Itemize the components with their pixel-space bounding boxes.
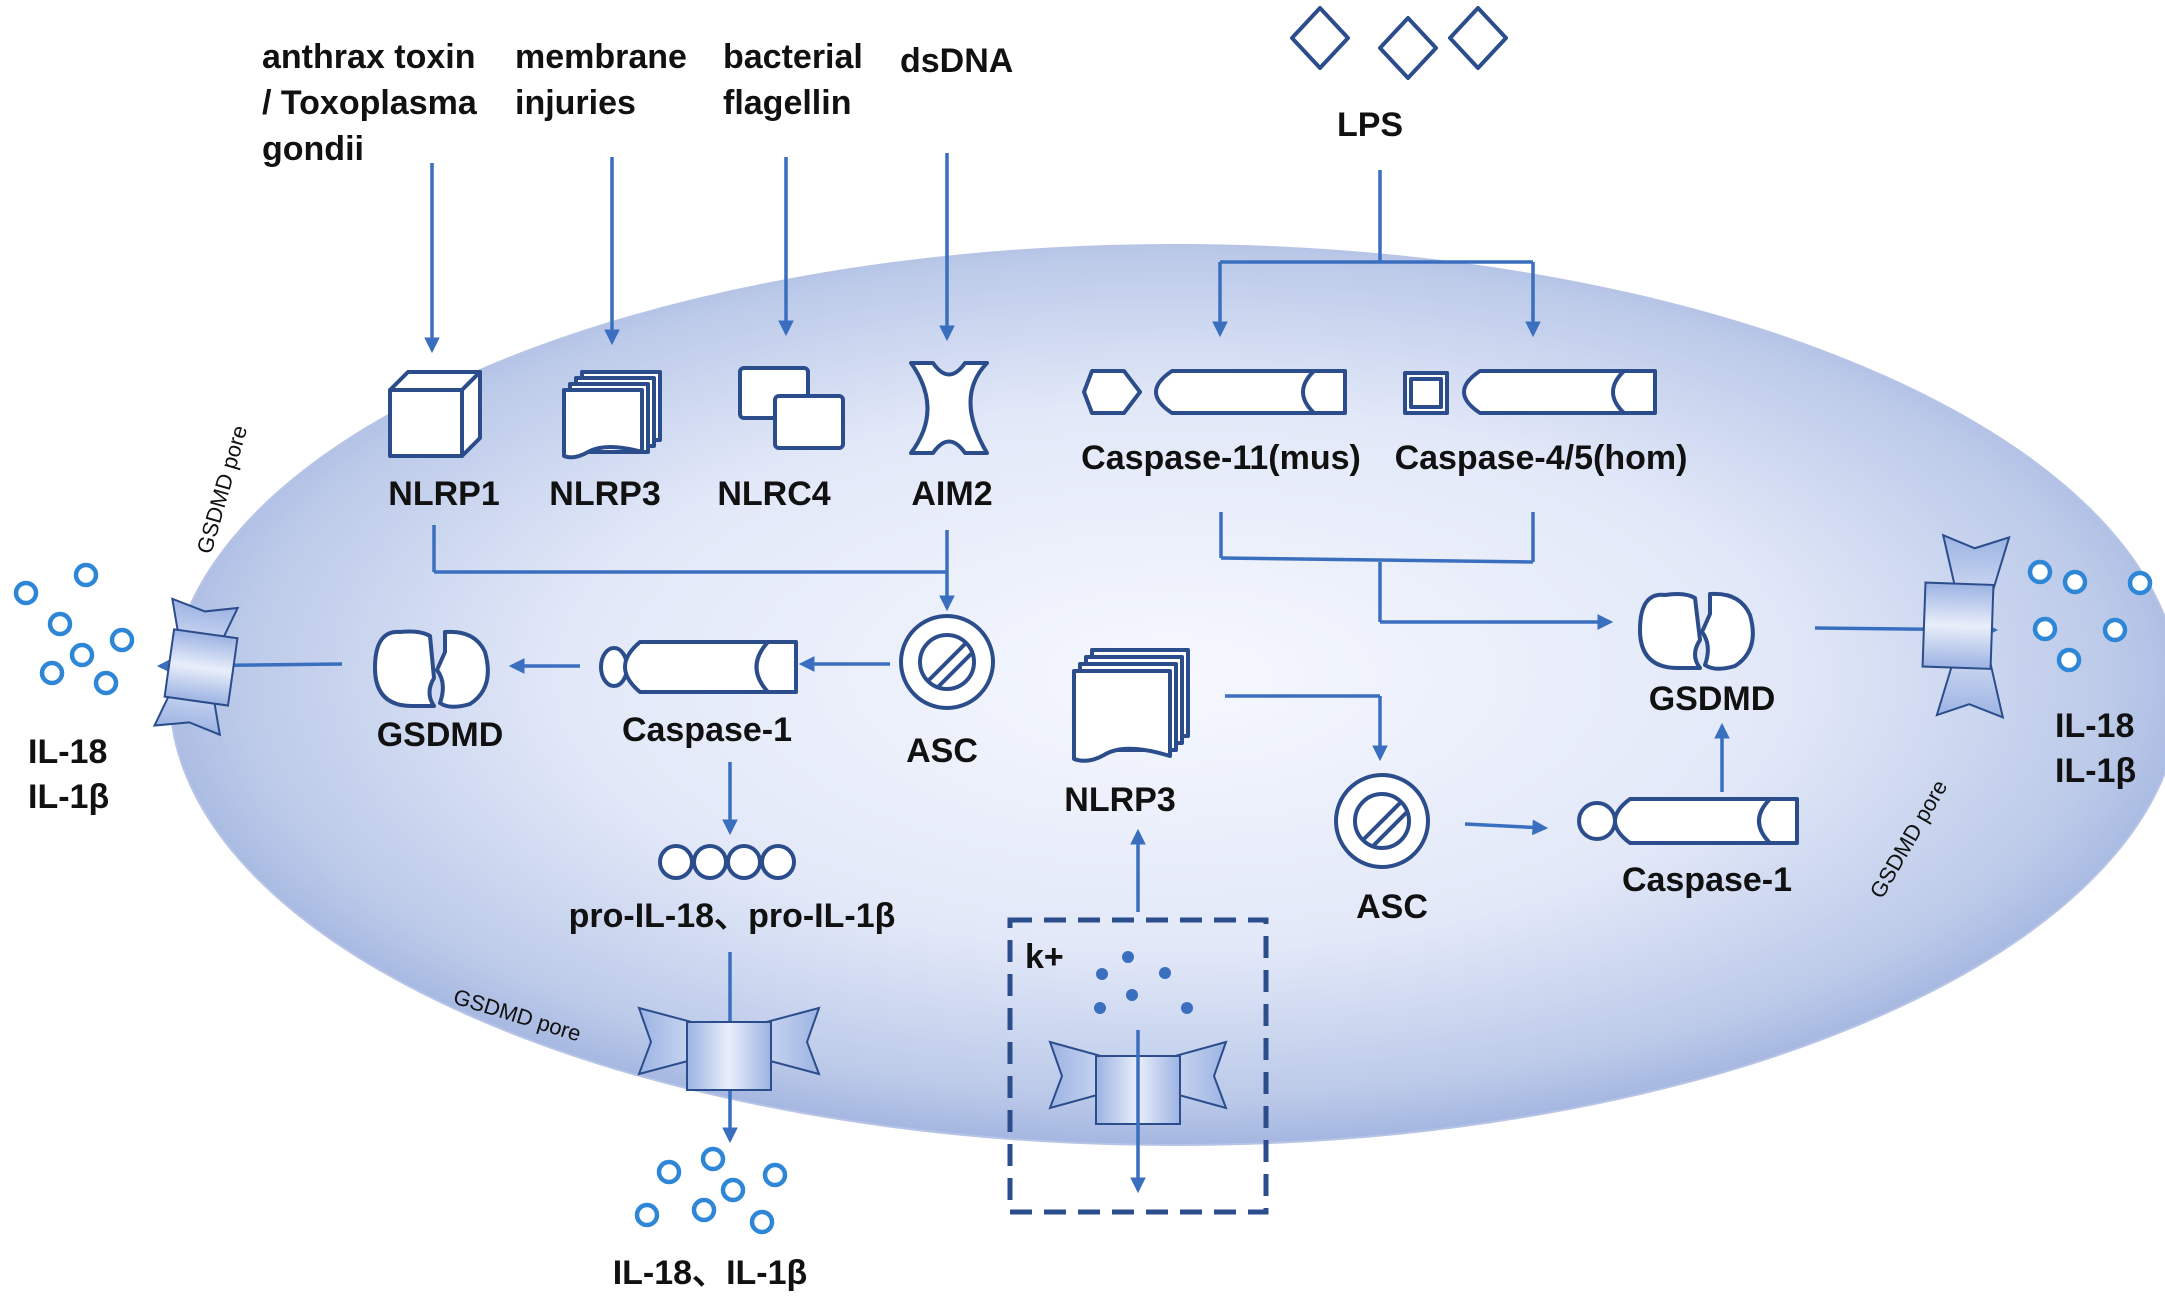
- gsdmd-left-icon: [373, 629, 490, 709]
- trigger-dsdna-label: dsDNA: [900, 42, 1013, 80]
- caspase45-icon: [1403, 369, 1657, 415]
- caspase-to-gsdmd-arrows: [1219, 512, 1614, 630]
- nlrp1-cube-icon: [388, 370, 482, 458]
- lps-diamond-icon: [1378, 16, 1438, 80]
- caspase1-right-label: Caspase-1: [1622, 861, 1792, 899]
- gsdmd-pore-right-icon: [1921, 533, 2011, 719]
- nlrp3-efflux-stacked-sheets-icon: [1072, 648, 1190, 763]
- asc-right-icon: [1334, 773, 1430, 869]
- caspase1-right-icon: [1577, 797, 1799, 845]
- nlrp3-stacked-sheets-icon: [562, 370, 662, 460]
- k-plus-label: k+: [1025, 938, 1064, 976]
- cytokines-left: [13, 562, 135, 696]
- lps-diamond-icon: [1290, 6, 1350, 70]
- lps-branch-arrows: [1212, 170, 1541, 338]
- arrow-asc-right-caspase1: [1464, 819, 1549, 836]
- cytokines-right: [2027, 559, 2153, 673]
- trigger-anthrax-label: anthrax toxin / Toxoplasma gondii: [262, 38, 486, 168]
- aim2-pinched-icon: [909, 361, 989, 455]
- nlrc4-label: NLRC4: [717, 475, 830, 513]
- gsdmd-left-label: GSDMD: [377, 716, 504, 754]
- nlrc4-overlapping-squares-icon: [738, 366, 845, 450]
- nlrp1-label: NLRP1: [388, 475, 499, 513]
- trigger-lps-label: LPS: [1337, 106, 1403, 144]
- gsdmd-right-icon: [1638, 591, 1755, 671]
- pro-il-label: pro-IL-18、pro-IL-1β: [569, 897, 896, 935]
- caspase1-left-label: Caspase-1: [622, 711, 792, 749]
- nlrp3-efflux-label: NLRP3: [1064, 781, 1175, 819]
- caspase11-icon: [1082, 369, 1347, 415]
- caspase11-label: Caspase-11(mus): [1081, 439, 1361, 477]
- lps-diamond-icon: [1448, 6, 1508, 70]
- gsdmd-pore-left-icon: [152, 597, 240, 737]
- nlrp3-label: NLRP3: [549, 475, 660, 513]
- k-plus-ions: [1094, 951, 1193, 1014]
- output-left-label: IL-18 IL-1β: [28, 733, 117, 816]
- output-right-label: IL-18 IL-1β: [2055, 707, 2144, 790]
- asc-left-label: ASC: [906, 732, 978, 770]
- gsdmd-pore-bottom-icon: [637, 1006, 821, 1091]
- cytokines-bottom: [634, 1146, 788, 1235]
- trigger-flagellin-label: bacterial flagellin: [723, 38, 872, 122]
- trigger-membrane-label: membrane injuries: [515, 38, 696, 122]
- caspase45-label: Caspase-4/5(hom): [1395, 439, 1688, 477]
- sensor-convergence-arrows: [432, 525, 955, 612]
- nlrp3-to-asc-arrow: [1225, 694, 1388, 762]
- lps-molecules: [1290, 6, 1508, 80]
- pro-il-chain-icon: [658, 844, 796, 880]
- asc-left-icon: [899, 614, 995, 710]
- output-bottom-label: IL-18、IL-1β: [613, 1254, 808, 1292]
- asc-right-label: ASC: [1356, 888, 1428, 926]
- gsdmd-right-label: GSDMD: [1649, 680, 1776, 718]
- aim2-label: AIM2: [911, 475, 992, 513]
- caspase1-left-icon: [599, 640, 798, 694]
